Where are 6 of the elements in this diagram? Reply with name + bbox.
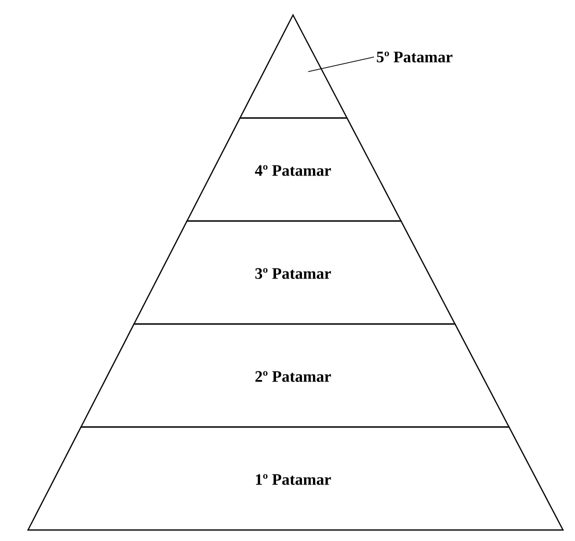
pyramid-tier: 3º Patamar (133, 220, 456, 325)
pyramid-tier: 1º Patamar (27, 426, 564, 531)
pyramid-tier: 4º Patamar (186, 117, 402, 222)
leader-line (308, 56, 374, 72)
pyramid-tier: 2º Patamar (80, 323, 510, 428)
tier-label: 5º Patamar (376, 52, 452, 62)
